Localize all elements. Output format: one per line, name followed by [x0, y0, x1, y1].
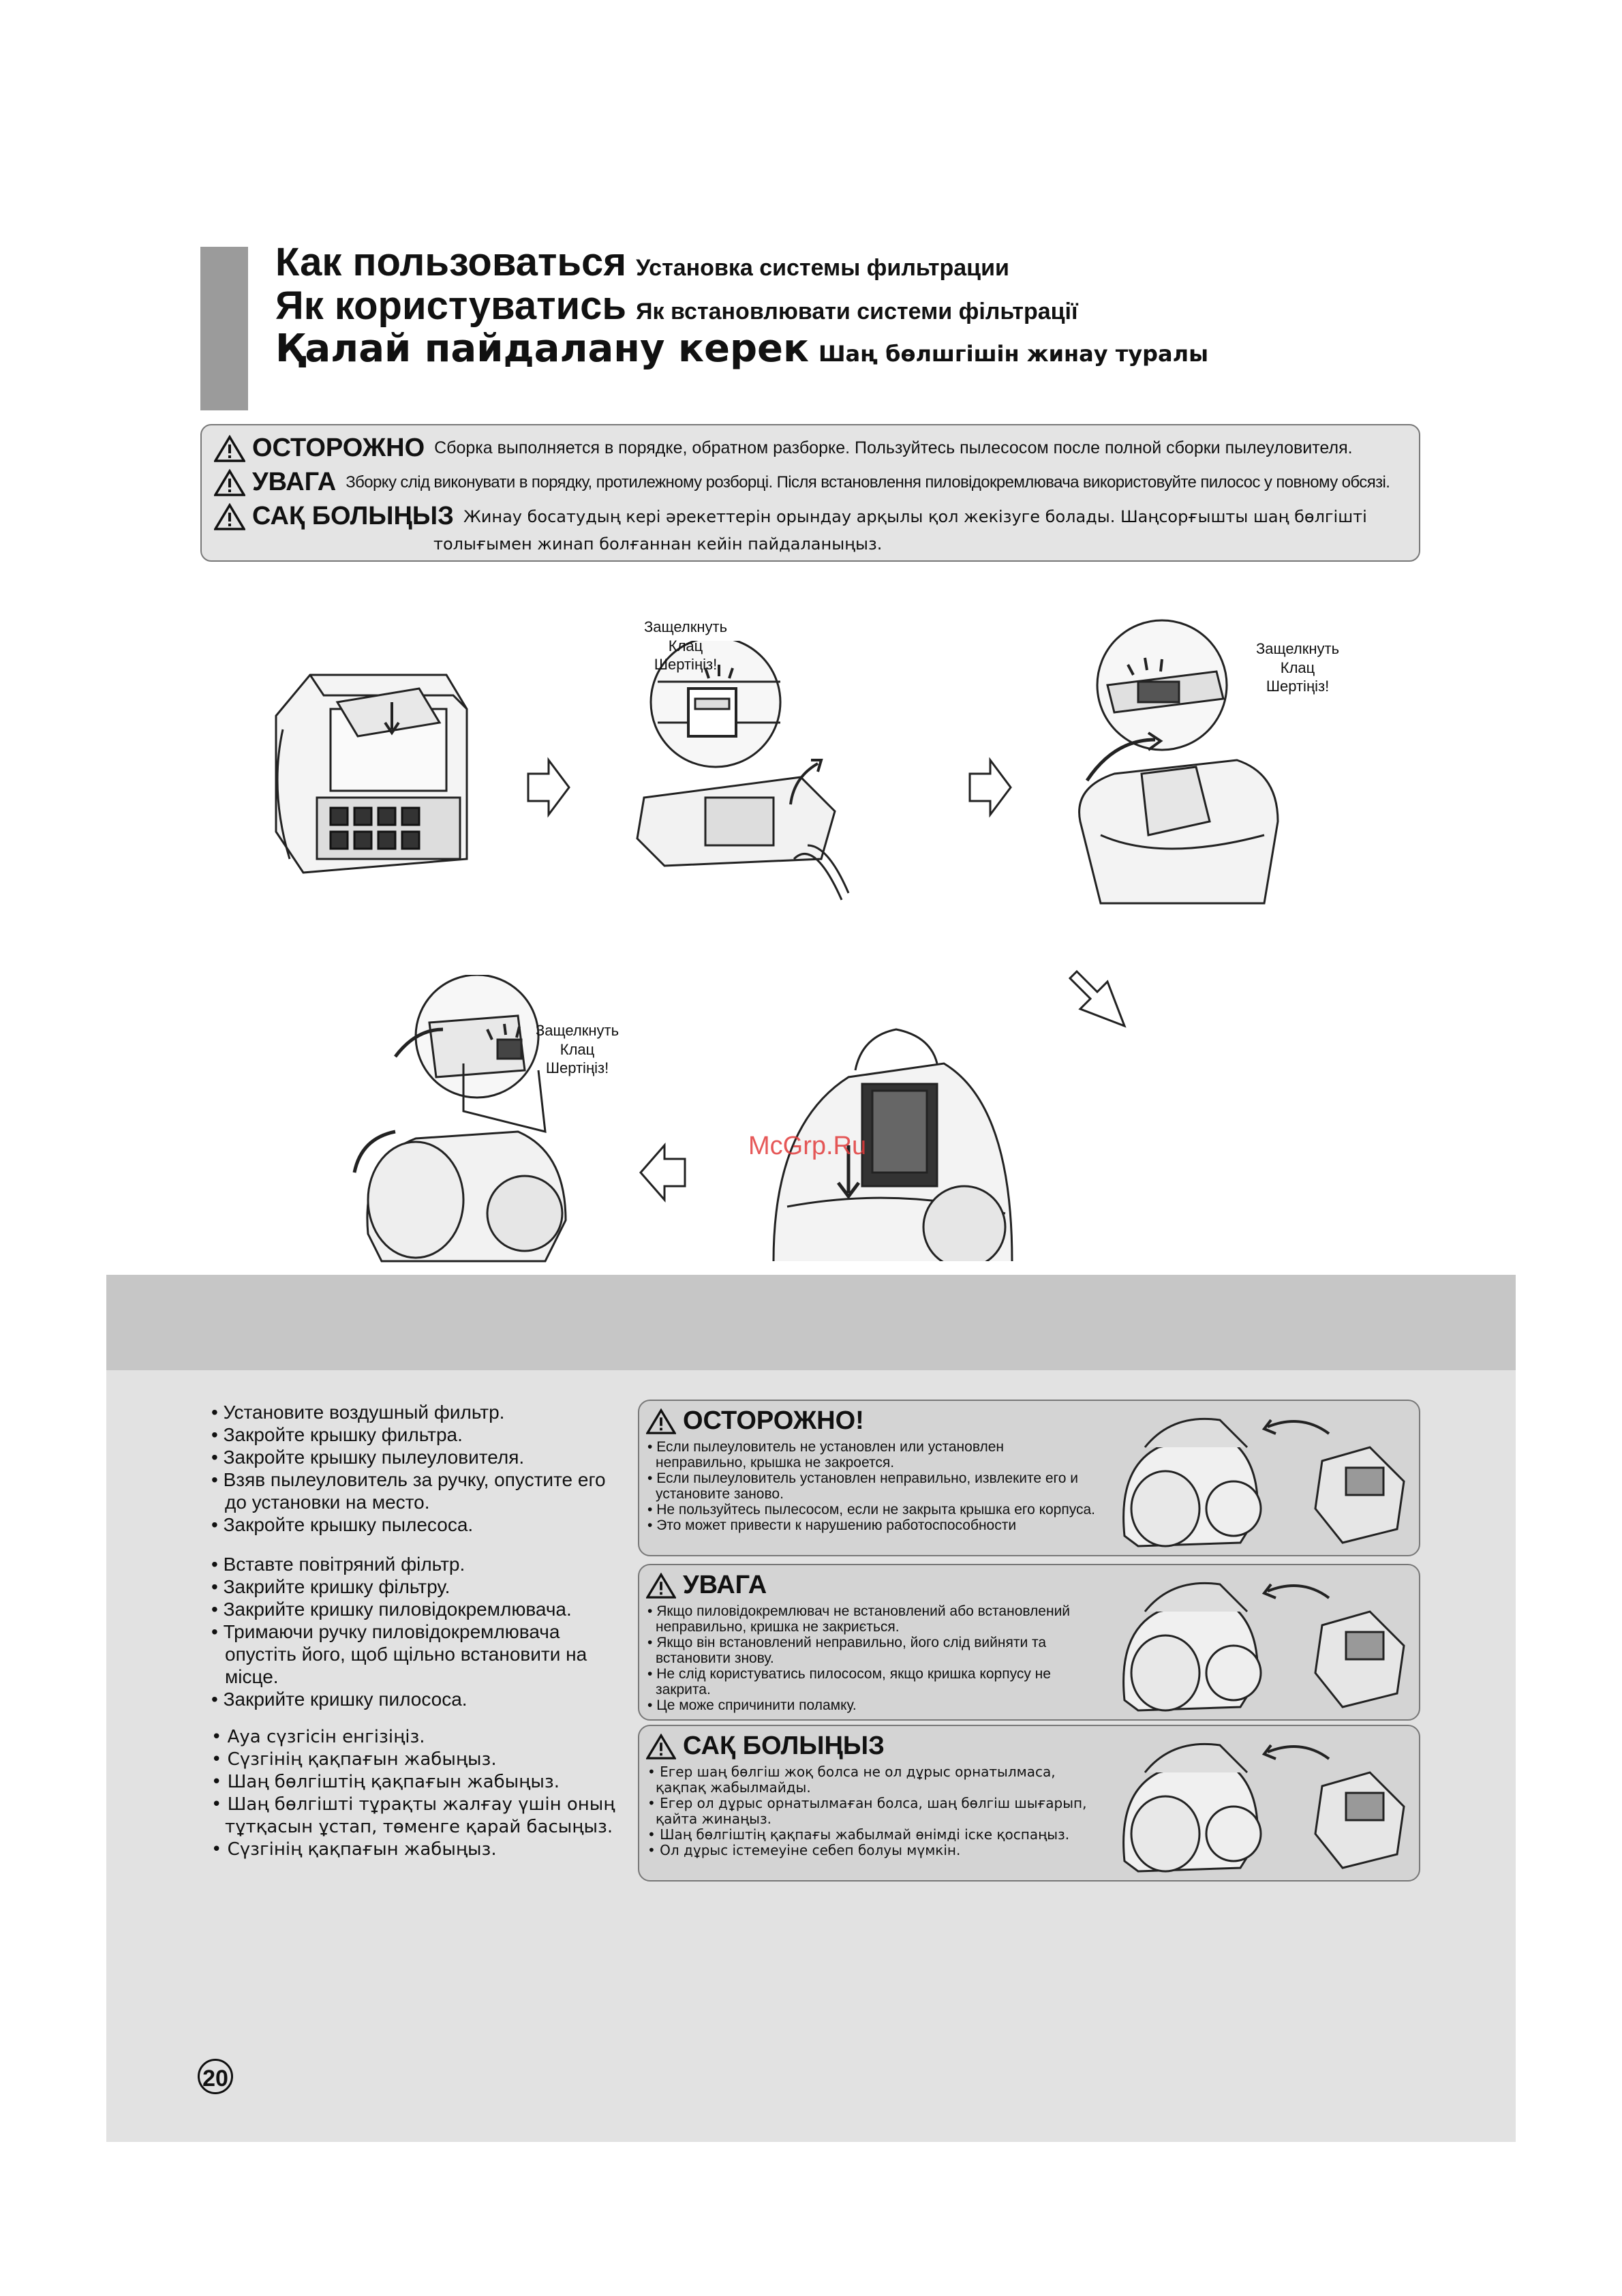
next-step-arrow: [1063, 965, 1138, 1040]
steps-ua: Вставте повітряний фільтр. Закрийте криш…: [211, 1553, 587, 1710]
title-sub: Установка системы фильтрации: [636, 255, 1009, 281]
warning-box-kz: САҚ БОЛЫҢЫЗ Егер шаң бөлгіш жоқ болса не…: [638, 1725, 1420, 1882]
title-accent-bar: [200, 247, 248, 410]
callout-line: Клац: [1280, 659, 1315, 676]
title-main: Як користуватись: [275, 284, 627, 328]
vacuum-illustration: [1122, 1582, 1405, 1712]
warning-item: Це може спричинити поламку.: [647, 1697, 1097, 1713]
illustration-close-body-cover: [341, 975, 613, 1268]
callout-line: Шертіңіз!: [545, 1059, 609, 1076]
caution-label: САҚ БОЛЫҢЫЗ: [252, 502, 454, 530]
warning-triangle-icon: [646, 1572, 676, 1599]
step-item: Шаң бөлгіштің қақпағын жабыңыз.: [211, 1771, 615, 1794]
callout-line: Шертіңіз!: [654, 656, 718, 673]
step-item: Закрийте кришку пиловідокремлювача.: [211, 1598, 587, 1620]
callout-line: Клац: [668, 637, 703, 654]
step-item: Установите воздушный фильтр.: [211, 1401, 606, 1423]
warning-triangle-icon: [214, 434, 245, 462]
title-sub: Шаң бөлшгішін жинау туралы: [818, 341, 1209, 367]
title-main: Қалай пайдалану керек: [275, 327, 810, 371]
warning-item: Якщо пиловідокремлювач не встановлений а…: [647, 1603, 1097, 1635]
step-item: Вставте повітряний фільтр.: [211, 1553, 587, 1575]
caution-row-kz-cont: толығымен жинап болғаннан кейін пайдалан…: [433, 534, 882, 554]
title-sub: Як встановлювати системи фільтрації: [636, 299, 1078, 324]
step-item: Закройте крышку пылесоса.: [211, 1513, 606, 1536]
step-item-cont: місце.: [225, 1666, 279, 1687]
callout-line: Защелкнуть: [644, 618, 728, 635]
next-step-arrow: [525, 757, 572, 818]
caution-label: УВАГА: [252, 468, 337, 496]
warning-triangle-icon: [214, 502, 245, 530]
warning-title: ОСТОРОЖНО!: [683, 1406, 864, 1435]
warning-item: Якщо він встановлений неправильно, його …: [647, 1635, 1097, 1666]
callout-line: Защелкнуть: [1256, 640, 1340, 657]
caution-text: Жинау босатудың кері әрекеттерін орындау…: [463, 507, 1367, 526]
step-item: Закрийте кришку пилососа.: [211, 1688, 587, 1710]
illustration-insert-separator: [760, 1023, 1019, 1261]
warning-box-ua: УВАГА Якщо пиловідокремлювач не встановл…: [638, 1564, 1420, 1721]
caution-box: ОСТОРОЖНО Сборка выполняется в порядке, …: [200, 424, 1420, 562]
step-item: Сүзгінің қақпағын жабыңыз.: [211, 1749, 615, 1771]
warning-box-ru: ОСТОРОЖНО! Если пылеуловитель не установ…: [638, 1400, 1420, 1556]
warning-item: Не пользуйтесь пылесосом, если не закрыт…: [647, 1502, 1097, 1517]
callout-line: Защелкнуть: [536, 1022, 619, 1039]
caution-text: Зборку слід виконувати в порядку, протил…: [346, 472, 1390, 492]
watermark: McGrp.Ru: [748, 1132, 867, 1160]
warning-item: Ол дұрыс істемеуіне себеп болуы мүмкін.: [647, 1843, 1097, 1858]
caution-row-kz: САҚ БОЛЫҢЫЗ Жинау босатудың кері әрекетт…: [214, 502, 1367, 531]
caution-text: толығымен жинап болғаннан кейін пайдалан…: [433, 534, 883, 554]
step-item: Взяв пылеуловитель за ручку, опустите ег…: [211, 1468, 606, 1491]
title-line-kz: Қалай пайдалану керек Шаң бөлшгішін жинау…: [275, 330, 1208, 368]
step-item: Тримаючи ручку пиловідокремлювача: [211, 1620, 587, 1643]
click-callout: Защелкнуть Клац Шертіңіз!: [644, 618, 727, 674]
step-item-cont: опустіть його, щоб щільно встановити на: [225, 1644, 587, 1665]
caution-row-ua: УВАГА Зборку слід виконувати в порядку, …: [214, 468, 1390, 497]
title-line-ru: Как пользоваться Установка системы фильтр…: [275, 243, 1208, 282]
warning-title: САҚ БОЛЫҢЫЗ: [683, 1732, 885, 1760]
warning-header: ОСТОРОЖНО!: [646, 1406, 864, 1436]
illustration-insert-filter: [262, 654, 494, 900]
warning-triangle-icon: [646, 1733, 676, 1759]
step-item: Шаң бөлгішті тұрақты жалғау үшін оның: [211, 1794, 615, 1816]
steps-ru: Установите воздушный фильтр. Закройте кр…: [211, 1401, 606, 1536]
warning-item: Егер шаң бөлгіш жоқ болса не ол дұрыс ор…: [647, 1764, 1097, 1796]
step-item-cont: до установки на место.: [225, 1492, 430, 1513]
next-step-arrow: [966, 757, 1014, 818]
next-step-arrow: [637, 1142, 688, 1203]
step-item: Сүзгінің қақпағын жабыңыз.: [211, 1839, 615, 1861]
warning-item: Егер ол дұрыс орнатылмаған болса, шаң бө…: [647, 1796, 1097, 1827]
caution-text: Сборка выполняется в порядке, обратном р…: [434, 438, 1353, 457]
click-callout: Защелкнуть Клац Шертіңіз!: [536, 1021, 619, 1078]
warning-item: Если пылеуловитель установлен неправильн…: [647, 1470, 1097, 1502]
warning-item: Это может привести к нарушению работоспо…: [647, 1517, 1097, 1533]
page-title: Как пользоваться Установка системы фильтр…: [275, 243, 1208, 368]
step-item-cont: тұтқасын ұстап, төменге қарай басыңыз.: [225, 1817, 613, 1837]
click-callout: Защелкнуть Клац Шертіңіз!: [1256, 639, 1339, 696]
warning-header: САҚ БОЛЫҢЫЗ: [646, 1732, 885, 1761]
page-number: 20: [198, 2059, 233, 2094]
warning-item: Шаң бөлгіштің қақпағы жабылмай өнімді іс…: [647, 1827, 1097, 1843]
steps-kz: Ауа сүзгісін енгізіңіз. Сүзгінің қақпағы…: [211, 1726, 615, 1861]
warning-item: Если пылеуловитель не установлен или уст…: [647, 1439, 1097, 1470]
warning-triangle-icon: [646, 1408, 676, 1434]
caution-label: ОСТОРОЖНО: [252, 434, 425, 462]
step-item: Закройте крышку пылеуловителя.: [211, 1446, 606, 1468]
vacuum-illustration: [1122, 1417, 1405, 1547]
vacuum-illustration: [1122, 1742, 1405, 1873]
step-item: Закройте крышку фильтра.: [211, 1423, 606, 1446]
warning-triangle-icon: [214, 468, 245, 496]
title-line-ua: Як користуватись Як встановлювати системи…: [275, 286, 1208, 326]
warning-title: УВАГА: [683, 1571, 767, 1599]
step-item: Ауа сүзгісін енгізіңіз.: [211, 1726, 615, 1749]
callout-line: Клац: [560, 1040, 595, 1058]
callout-line: Шертіңіз!: [1266, 678, 1330, 695]
section-band: [106, 1275, 1516, 1370]
title-main: Как пользоваться: [275, 240, 627, 284]
warning-header: УВАГА: [646, 1571, 767, 1600]
step-item: Закрийте кришку фільтру.: [211, 1575, 587, 1598]
warning-item: Не слід користуватись пилососом, якщо кр…: [647, 1666, 1097, 1697]
caution-row-ru: ОСТОРОЖНО Сборка выполняется в порядке, …: [214, 434, 1353, 463]
illustration-close-filter-cover: [624, 641, 896, 927]
illustration-close-separator-cover: [1060, 617, 1319, 931]
